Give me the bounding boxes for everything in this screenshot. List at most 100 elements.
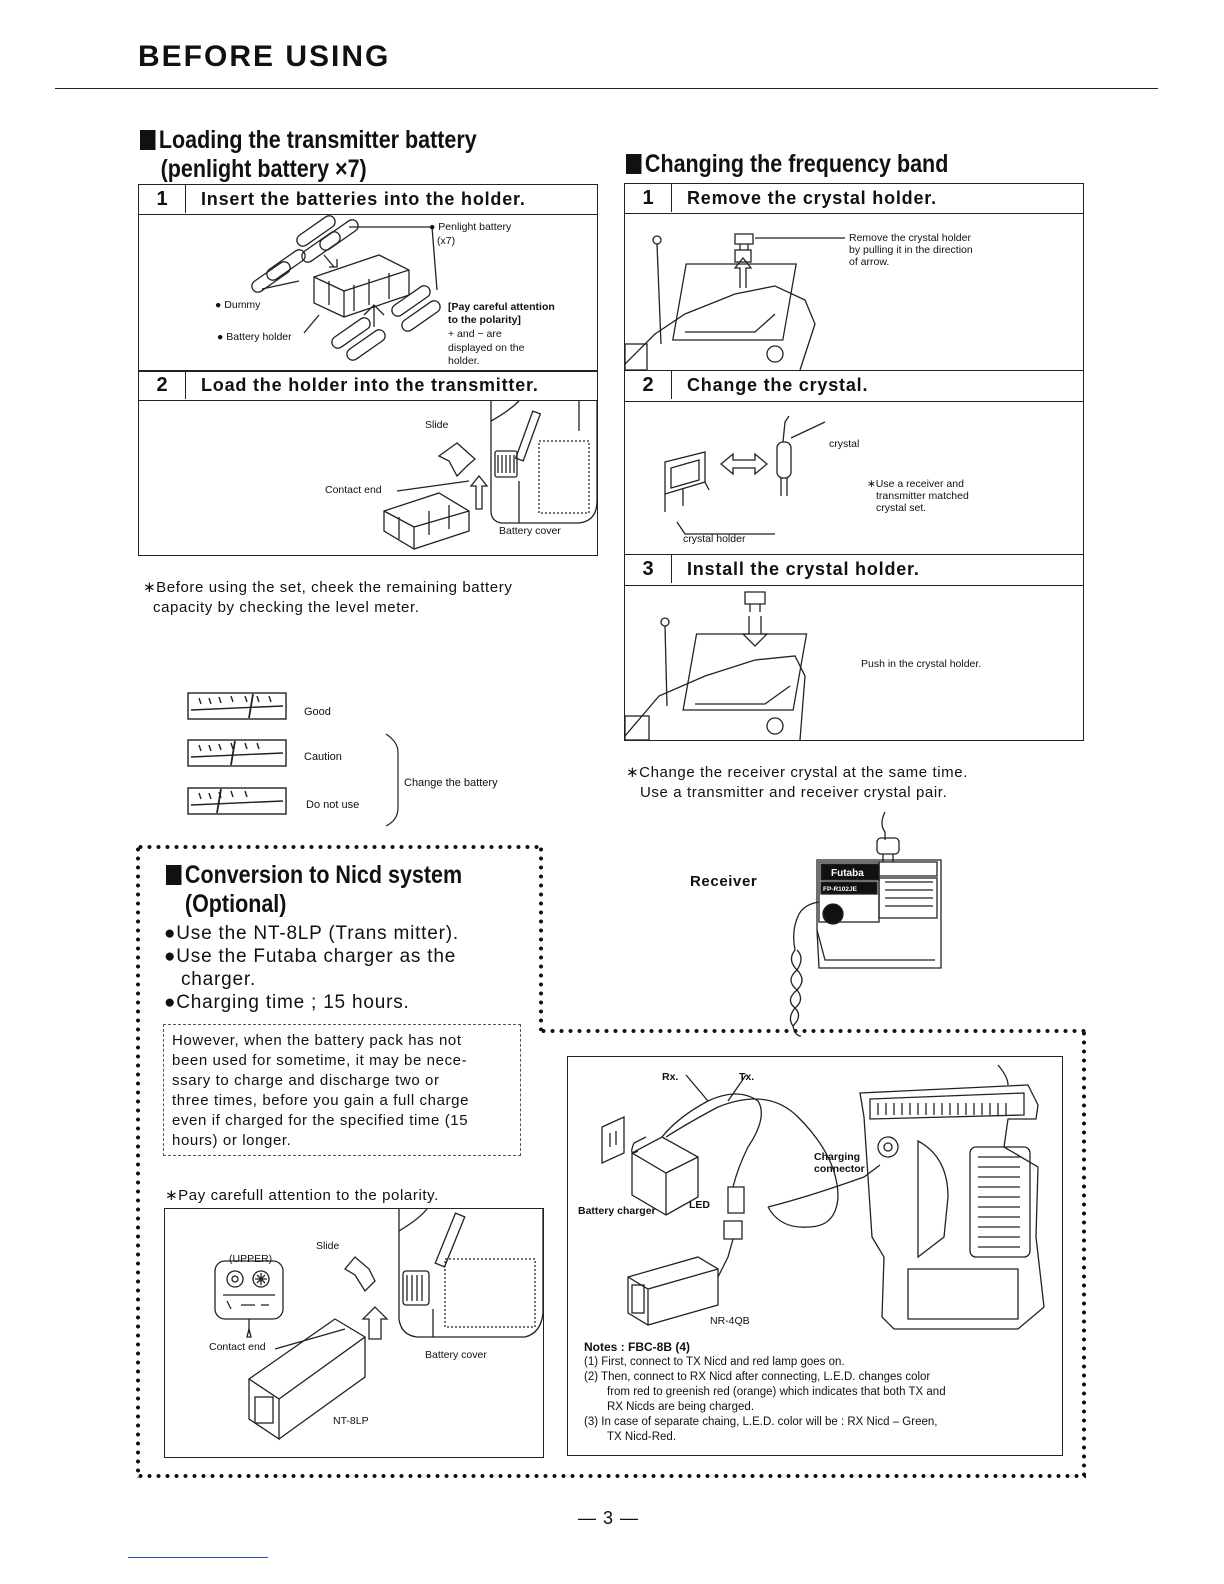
label-polarity-2: to the polarity] bbox=[448, 314, 521, 326]
label-dummy: ● Dummy bbox=[215, 299, 261, 311]
label-charging: Charging bbox=[814, 1151, 861, 1163]
crystal-note-1: ∗Change the receiver crystal at the same… bbox=[626, 764, 968, 781]
nicd-border-top-right bbox=[539, 1029, 1086, 1033]
label-slide: Slide bbox=[316, 1240, 340, 1252]
meter-do-not-use-label: Do not use bbox=[306, 799, 360, 811]
nicd-heading: Conversion to Nicd system (Optional) bbox=[166, 861, 462, 919]
charger-note-line: (2) Then, connect to RX Nicd after conne… bbox=[584, 1371, 931, 1383]
label-nr4qb: NR-4QB bbox=[710, 1315, 750, 1327]
label-push-crystal: Push in the crystal holder. bbox=[861, 658, 982, 670]
nicd-border-right bbox=[1082, 1029, 1086, 1478]
nicd-note-line: been used for sometime, it may be nece- bbox=[172, 1052, 468, 1069]
page-title: BEFORE USING bbox=[138, 40, 391, 73]
nicd-note-line: ssary to charge and discharge two or bbox=[172, 1072, 440, 1089]
step-title: Insert the batteries into the holder. bbox=[201, 189, 526, 209]
nt8lp-figure: (UPPER) Slide Contact end Battery cover … bbox=[164, 1208, 544, 1458]
label-upper: (UPPER) bbox=[229, 1253, 273, 1265]
step-number: 2 bbox=[139, 371, 186, 399]
loading-step1-header: 1 Insert the batteries into the holder. bbox=[139, 185, 597, 215]
loading-step1-panel: 1 Insert the batteries into the holder. bbox=[138, 184, 598, 372]
label-crystal-note-2: transmitter matched bbox=[876, 490, 969, 502]
frequency-step2-header: 2 Change the crystal. bbox=[625, 370, 1083, 402]
nicd-note-line: three times, before you gain a full char… bbox=[172, 1092, 470, 1109]
step-number: 2 bbox=[625, 371, 672, 399]
nicd-bullet-2-cont: charger. bbox=[181, 969, 257, 990]
step-title: Remove the crystal holder. bbox=[687, 188, 937, 208]
label-polarity-4: displayed on the bbox=[448, 342, 525, 354]
load-holder-illustration bbox=[383, 400, 598, 550]
battery-check-note-1: ∗Before using the set, cheek the remaini… bbox=[143, 579, 513, 596]
nt8lp-illustration bbox=[214, 1208, 544, 1441]
remove-crystal-illustration bbox=[624, 233, 845, 371]
charger-illustration bbox=[601, 1064, 1045, 1330]
label-contact-end: Contact end bbox=[325, 484, 382, 496]
meter-change-battery-label: Change the battery bbox=[404, 777, 498, 789]
label-crystal-note-1: ∗Use a receiver and bbox=[867, 478, 964, 490]
step-number: 1 bbox=[625, 184, 672, 212]
title-rule bbox=[55, 88, 1158, 89]
nicd-bullet-2: ●Use the Futaba charger as the bbox=[164, 946, 457, 967]
footer-mark bbox=[128, 1557, 268, 1558]
meter-bracket bbox=[385, 733, 399, 827]
section-bullet-icon bbox=[166, 865, 182, 885]
loading-step2-panel: 2 Load the holder into the transmitter. … bbox=[138, 370, 598, 556]
page-number: — 3 — bbox=[578, 1508, 640, 1528]
crystal-note-2: Use a transmitter and receiver crystal p… bbox=[640, 784, 948, 801]
label-polarity-5: holder. bbox=[448, 355, 480, 367]
label-battery-cover: Battery cover bbox=[425, 1349, 487, 1361]
step-title: Install the crystal holder. bbox=[687, 559, 920, 579]
loading-step2-header: 2 Load the holder into the transmitter. bbox=[139, 371, 597, 401]
nicd-note-line: hours) or longer. bbox=[172, 1132, 292, 1149]
step-number: 1 bbox=[139, 185, 186, 213]
nicd-border-top-left bbox=[136, 845, 542, 849]
label-polarity-1: [Pay careful attention bbox=[448, 301, 555, 313]
change-crystal-illustration bbox=[664, 415, 826, 535]
label-battery-cover: Battery cover bbox=[499, 525, 561, 537]
charger-note-line: from red to greenish red (orange) which … bbox=[607, 1386, 946, 1398]
frequency-step3-header: 3 Install the crystal holder. bbox=[625, 554, 1083, 586]
label-polarity-3: + and − are bbox=[448, 328, 502, 340]
frequency-panel: 1 Remove the crystal holder. Remove the … bbox=[624, 183, 1084, 741]
section-bullet-icon bbox=[140, 130, 156, 150]
charger-note-line: (1) First, connect to TX Nicd and red la… bbox=[584, 1356, 845, 1368]
step-title: Change the crystal. bbox=[687, 375, 869, 395]
battery-check-note-2: capacity by checking the level meter. bbox=[153, 599, 420, 616]
level-meter-icons bbox=[187, 692, 287, 815]
charger-note-line: (3) In case of separate chaing, L.E.D. c… bbox=[584, 1416, 938, 1428]
label-connector: connector bbox=[814, 1163, 865, 1175]
label-crystal-holder: crystal holder bbox=[683, 533, 746, 545]
nicd-border-left bbox=[136, 845, 140, 1478]
nicd-border-mid-vertical bbox=[539, 845, 543, 1031]
label-crystal: crystal bbox=[829, 438, 860, 450]
nicd-note-line: However, when the battery pack has not bbox=[172, 1032, 462, 1049]
label-battery-holder: ● Battery holder bbox=[217, 331, 292, 343]
install-crystal-illustration bbox=[624, 591, 808, 741]
charger-notes-title: Notes : FBC-8B (4) bbox=[584, 1340, 691, 1354]
label-led: LED bbox=[689, 1199, 710, 1211]
nicd-note-box: However, when the battery pack has not b… bbox=[163, 1024, 521, 1156]
label-rx: Rx. bbox=[662, 1071, 679, 1083]
battery-holder-illustration bbox=[251, 215, 441, 361]
label-penlight: ● Penlight battery bbox=[429, 221, 512, 233]
meter-good-label: Good bbox=[304, 706, 331, 718]
label-slide: Slide bbox=[425, 419, 449, 431]
label-remove-1: Remove the crystal holder bbox=[849, 232, 971, 244]
label-remove-3: of arrow. bbox=[849, 256, 890, 268]
charger-note-line: RX Nicds are being charged. bbox=[607, 1401, 755, 1413]
section-bullet-icon bbox=[626, 154, 642, 174]
label-tx: Tx. bbox=[739, 1071, 755, 1083]
label-crystal-note-3: crystal set. bbox=[876, 502, 927, 514]
nicd-note-line: even if charged for the specified time (… bbox=[172, 1112, 469, 1129]
nicd-bullet-3: ●Charging time ; 15 hours. bbox=[164, 992, 410, 1013]
charger-figure: Rx. Tx. Charging connector Battery charg… bbox=[567, 1056, 1063, 1456]
nicd-polarity-note: ∗Pay carefull attention to the polarity. bbox=[165, 1187, 439, 1204]
step-number: 3 bbox=[625, 555, 672, 583]
nicd-bullet-1: ●Use the NT-8LP (Trans mitter). bbox=[164, 923, 459, 944]
receiver-brand-text: Futaba bbox=[831, 868, 864, 879]
label-remove-2: by pulling it in the direction bbox=[849, 244, 973, 256]
label-nt8lp: NT-8LP bbox=[333, 1415, 369, 1427]
meter-caution-label: Caution bbox=[304, 751, 342, 763]
charger-note-line: TX Nicd-Red. bbox=[607, 1431, 677, 1443]
label-contact-end: Contact end bbox=[209, 1341, 266, 1353]
frequency-step1-header: 1 Remove the crystal holder. bbox=[625, 184, 1083, 214]
